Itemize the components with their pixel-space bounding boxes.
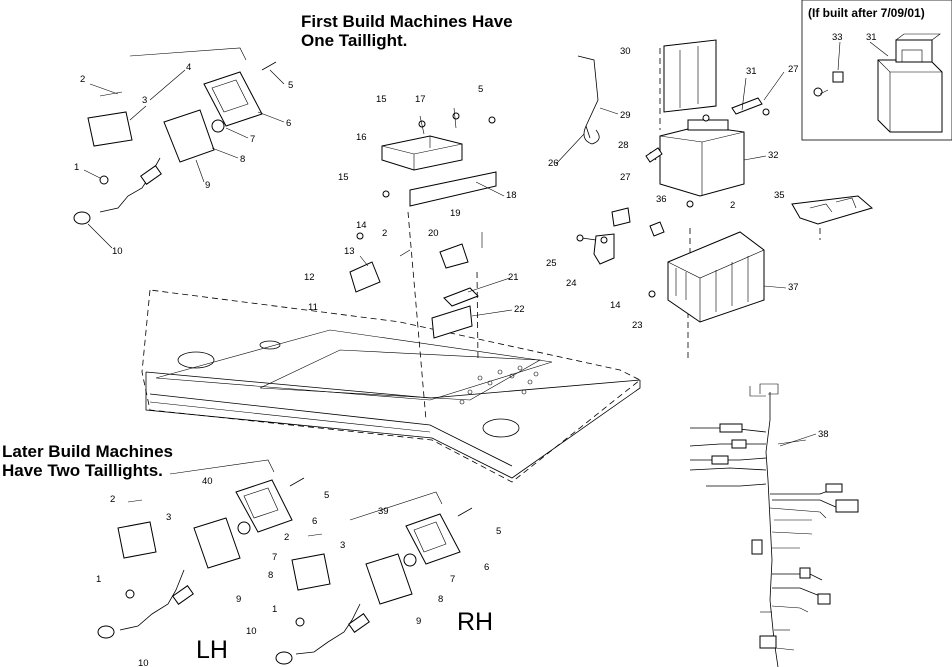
callout-10: 10 <box>112 246 123 257</box>
callout-6b: 6 <box>312 516 317 527</box>
callout-19: 19 <box>450 208 461 219</box>
callout-38: 38 <box>818 429 829 440</box>
callout-5c: 5 <box>324 490 329 501</box>
callout-35: 35 <box>774 190 785 201</box>
callout-numbers: 2 3 4 5 6 7 8 9 1 10 15 17 5 16 15 18 19… <box>74 32 877 667</box>
panel-hole-left <box>177 351 215 369</box>
callout-20: 20 <box>428 228 439 239</box>
callout-31: 31 <box>746 66 757 77</box>
module-bracket <box>409 171 497 207</box>
taillight-assembly-rh <box>275 491 473 665</box>
callout-12: 12 <box>304 272 315 283</box>
callout-1: 1 <box>74 162 79 173</box>
callout-7: 7 <box>250 134 255 145</box>
lh-label: LH <box>196 636 228 664</box>
callout-5b: 5 <box>478 84 483 95</box>
callout-18: 18 <box>506 190 517 201</box>
callout-3: 3 <box>142 95 147 106</box>
callout-2e: 2 <box>284 532 289 543</box>
callout-2c: 2 <box>730 200 735 211</box>
solenoid <box>593 233 615 265</box>
callout-31b: 31 <box>866 32 877 43</box>
callout-13: 13 <box>344 246 355 257</box>
wiring-harness <box>689 383 859 667</box>
callout-15b: 15 <box>338 172 349 183</box>
callout-3c: 3 <box>340 540 345 551</box>
callout-17: 17 <box>415 94 426 105</box>
callout-40: 40 <box>202 476 213 487</box>
callout-8: 8 <box>240 154 245 165</box>
callout-7b: 7 <box>272 552 277 563</box>
callout-2b: 2 <box>382 228 387 239</box>
callout-10b: 10 <box>138 658 149 667</box>
callout-leaders <box>83 69 817 447</box>
callout-2d: 2 <box>110 494 115 505</box>
callout-39: 39 <box>378 506 389 517</box>
callout-5: 5 <box>288 80 293 91</box>
panel-hole-right <box>482 418 520 438</box>
grommet <box>73 211 91 225</box>
panel-dashed-outline <box>141 289 641 483</box>
inset-frame <box>801 0 952 141</box>
inset-battery <box>877 33 943 133</box>
battery-inset <box>801 0 952 141</box>
callout-16: 16 <box>356 132 367 143</box>
callout-10c: 10 <box>246 626 257 637</box>
callout-23: 23 <box>632 320 643 331</box>
taillight-assembly-first-build <box>73 47 277 225</box>
first-build-heading: First Build Machines Have One Taillight. <box>301 12 513 50</box>
later-build-heading: Later Build Machines Have Two Taillights… <box>2 442 173 480</box>
module-assembly <box>349 107 497 339</box>
inset-note: (If built after 7/09/01) <box>808 6 925 20</box>
callout-1b: 1 <box>96 574 101 585</box>
body-panel <box>141 289 641 483</box>
taillight-assembly-lh <box>97 459 305 639</box>
callout-14: 14 <box>356 220 367 231</box>
callout-5d: 5 <box>496 526 501 537</box>
callout-9: 9 <box>205 180 210 191</box>
callout-25: 25 <box>546 258 557 269</box>
callout-3b: 3 <box>166 512 171 523</box>
battery-assembly <box>576 39 874 323</box>
battery-cover <box>663 39 717 113</box>
callout-7c: 7 <box>450 574 455 585</box>
battery-pad <box>791 195 874 225</box>
callout-27b: 27 <box>620 172 631 183</box>
callout-26: 26 <box>548 158 559 169</box>
callout-6: 6 <box>286 118 291 129</box>
rh-label: RH <box>457 608 494 636</box>
taillight-housing <box>203 71 263 127</box>
callout-8c: 8 <box>438 594 443 605</box>
callout-11: 11 <box>308 302 318 313</box>
hold-down-strap <box>577 55 599 139</box>
inset-terminal-hardware <box>813 71 844 97</box>
callout-22: 22 <box>514 304 525 315</box>
callout-6c: 6 <box>484 562 489 573</box>
callout-1c: 1 <box>272 604 277 615</box>
callout-9c: 9 <box>416 616 421 627</box>
callout-30: 30 <box>620 46 631 57</box>
callout-2: 2 <box>80 74 85 85</box>
callout-24: 24 <box>566 278 577 289</box>
callout-21: 21 <box>508 272 519 283</box>
callout-28: 28 <box>618 140 629 151</box>
taillight-bracket <box>87 111 133 147</box>
callout-14b: 14 <box>610 300 621 311</box>
taillight-harness <box>99 157 161 213</box>
callout-9b: 9 <box>236 594 241 605</box>
callout-15: 15 <box>376 94 387 105</box>
callout-37: 37 <box>788 282 799 293</box>
taillight-lens <box>163 109 215 163</box>
callout-4: 4 <box>186 62 191 73</box>
callout-29: 29 <box>620 110 631 121</box>
callout-32: 32 <box>768 150 779 161</box>
callout-33: 33 <box>832 32 843 43</box>
callout-36: 36 <box>656 194 667 205</box>
callout-27: 27 <box>788 64 799 75</box>
callout-8b: 8 <box>268 570 273 581</box>
